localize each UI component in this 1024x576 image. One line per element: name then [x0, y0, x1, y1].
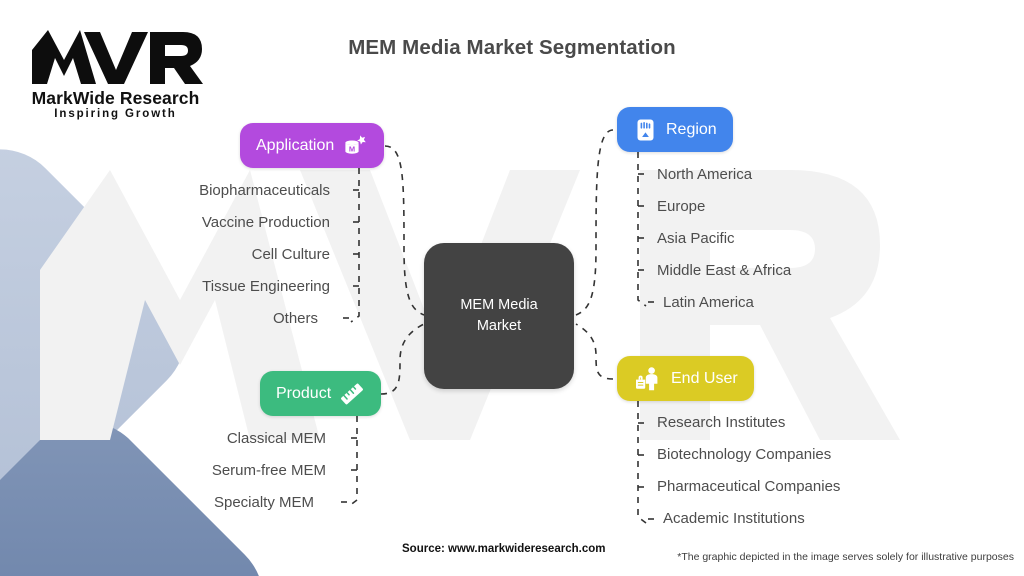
- brand-tagline: Inspiring Growth: [54, 108, 177, 120]
- wire-region-center: [575, 129, 614, 316]
- decorative-shape-dark: [0, 394, 291, 576]
- leaf-item[interactable]: Pharmaceutical Companies: [657, 478, 841, 495]
- mwr-monogram-icon: [32, 30, 203, 84]
- disclaimer-note: *The graphic depicted in the image serve…: [677, 551, 1014, 563]
- source-note: Source: www.markwideresearch.com: [402, 543, 606, 555]
- svg-text:M: M: [349, 144, 355, 153]
- leaf-item[interactable]: North America: [657, 166, 753, 183]
- leaf-item[interactable]: Biopharmaceuticals: [199, 182, 330, 199]
- wire-enduser-center: [575, 323, 614, 380]
- leaf-item[interactable]: Tissue Engineering: [202, 278, 330, 295]
- leaf-item[interactable]: Cell Culture: [251, 246, 330, 263]
- brand-name: MarkWide Research: [31, 88, 200, 108]
- page-title: MEM Media Market Segmentation: [348, 36, 676, 59]
- map-pin-card-icon: [637, 119, 654, 140]
- wire-product-spine: [348, 416, 358, 507]
- leaf-item[interactable]: Classical MEM: [226, 430, 326, 447]
- wire-application-spine: [350, 168, 360, 323]
- leaf-item[interactable]: Academic Institutions: [663, 510, 805, 527]
- branch-label-product: Product: [276, 384, 332, 402]
- leaf-item[interactable]: Asia Pacific: [657, 230, 735, 247]
- leaf-item[interactable]: Middle East & Africa: [657, 262, 792, 279]
- branch-pill-region[interactable]: Region: [617, 107, 733, 152]
- brand-logo: MarkWide Research Inspiring Growth: [28, 28, 203, 124]
- leaf-item[interactable]: Others: [272, 310, 318, 327]
- branch-pill-product[interactable]: Product: [260, 371, 382, 416]
- center-node-label: MEM Media Market: [460, 297, 538, 334]
- wire-application-center: [384, 145, 425, 316]
- branch-label-enduser: End User: [671, 369, 738, 387]
- branch-pill-application[interactable]: Application M: [240, 123, 385, 168]
- ruler-icon: [341, 383, 364, 404]
- branch-label-application: Application: [256, 136, 335, 154]
- leaf-item[interactable]: Serum-free MEM: [211, 462, 326, 479]
- center-node[interactable]: MEM Media Market: [424, 243, 574, 389]
- leaf-item[interactable]: Latin America: [663, 294, 754, 311]
- lab-jar-icon: M: [345, 134, 367, 154]
- wire-product-center: [380, 323, 425, 395]
- leaf-item[interactable]: Biotechnology Companies: [657, 446, 832, 463]
- wire-region-spine: [637, 152, 647, 307]
- leaf-item[interactable]: Specialty MEM: [213, 494, 314, 511]
- leaf-item[interactable]: Research Institutes: [657, 414, 786, 431]
- branch-pill-enduser[interactable]: End User: [617, 356, 754, 401]
- shopper-person-icon: [636, 366, 658, 390]
- leaf-item[interactable]: Europe: [657, 198, 706, 215]
- branch-label-region: Region: [666, 120, 717, 138]
- decorative-shape-light: [0, 122, 213, 548]
- wire-enduser-spine: [637, 401, 647, 524]
- leaf-item[interactable]: Vaccine Production: [201, 214, 330, 231]
